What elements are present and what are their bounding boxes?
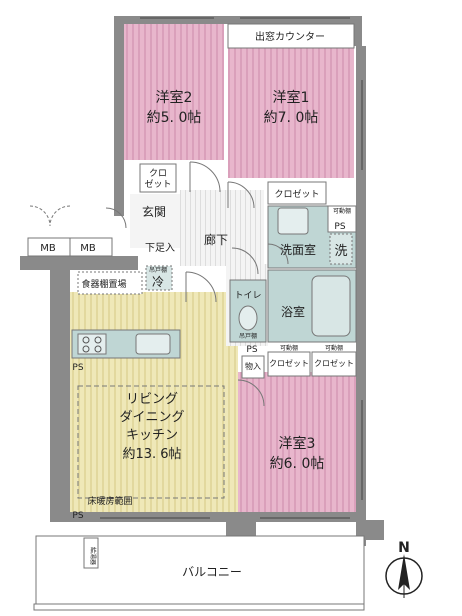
western3-name: 洋室3 [279, 435, 316, 452]
shoe-box-label: 下足入 [145, 242, 175, 254]
north-arrow-icon [385, 554, 423, 598]
window-counter [227, 23, 355, 49]
closet-c-label: クロゼット [269, 358, 309, 368]
washer-label: 洗 [334, 244, 347, 259]
burner-icon [82, 336, 90, 344]
ps-label-hall: PS [246, 345, 257, 355]
ldk-line1: リビング [126, 392, 178, 407]
cooktop [77, 333, 107, 355]
burner-icon [94, 336, 102, 344]
closet-western2 [139, 163, 177, 193]
burner-icon [94, 345, 102, 353]
closet-d-label: クロゼット [314, 358, 354, 368]
ps-label-washroom: PS [334, 222, 345, 232]
kitchen-sink [135, 333, 171, 355]
closet-d [311, 351, 357, 377]
mb-box-2 [69, 237, 113, 257]
room-western2 [124, 24, 224, 160]
room-western1 [228, 48, 354, 178]
corridor [180, 190, 264, 266]
room-western3 [238, 372, 356, 512]
toilet-note-label: 吊戸棚 [239, 332, 257, 340]
burner-icon [82, 345, 90, 353]
entrance-area [130, 194, 180, 248]
corridor-label: 廊下 [204, 232, 228, 247]
closet-c [267, 351, 311, 377]
fridge-note-label: 吊戸棚 [149, 266, 167, 274]
fridge-label: 冷 [152, 275, 164, 289]
window-counter-label: 出窓カウンター [255, 30, 325, 43]
floor-heating-label: 床暖房範囲 [87, 495, 132, 507]
entrance-label: 玄関 [142, 204, 166, 219]
movable-shelf-label-d: 可動棚 [325, 344, 343, 352]
closet-b-label: クロゼット [274, 188, 319, 200]
balcony-label: バルコニー [182, 565, 242, 579]
door-swings [29, 161, 289, 407]
toilet-label: トイレ [234, 291, 261, 301]
ldk-size: 約13. 6帖 [122, 447, 181, 462]
ps-label-kitchen: PS [72, 363, 83, 373]
ldk-line2: ダイニング [119, 410, 184, 425]
movable-shelf-label: 可動棚 [333, 207, 351, 215]
toilet-bowl [238, 305, 258, 331]
exterior-walls [20, 16, 384, 546]
mb-label-1: MB [40, 243, 56, 254]
washroom-label: 洗面室 [280, 242, 316, 257]
western3-size: 約6. 0帖 [270, 456, 325, 472]
mb-label-2: MB [80, 243, 96, 254]
ldk-line3: キッチン [126, 428, 178, 443]
balcony-rail [33, 603, 365, 611]
western2-name: 洋室2 [156, 89, 193, 106]
cupboard-label: 食器棚置場 [81, 278, 126, 290]
cupboard-space [77, 271, 143, 295]
washer-space [329, 233, 353, 265]
bathroom-label: 浴室 [281, 304, 305, 319]
north-label: N [398, 540, 410, 556]
western1-name: 洋室1 [273, 89, 310, 106]
room-ldk [70, 292, 238, 512]
wash-basin [277, 207, 309, 235]
closet-western1 [267, 181, 327, 205]
floor-heating-range [77, 385, 225, 499]
storage-label: 物入 [245, 361, 261, 371]
shelf-ps-box [327, 205, 357, 233]
fridge-space [145, 265, 173, 291]
ps-label-ldk: PS [72, 511, 83, 521]
storage [241, 355, 265, 379]
western2-size: 約5. 0帖 [147, 110, 202, 126]
bathtub [311, 275, 351, 337]
outdoor-unit-label: 給湯器 [89, 547, 97, 565]
movable-shelf-label-c: 可動棚 [280, 344, 298, 352]
closet-a-line1: クロ [149, 168, 167, 179]
outdoor-unit [83, 537, 99, 569]
windows [100, 17, 363, 519]
western1-size: 約7. 0帖 [264, 110, 319, 126]
closet-a-line2: ゼット [144, 178, 171, 190]
